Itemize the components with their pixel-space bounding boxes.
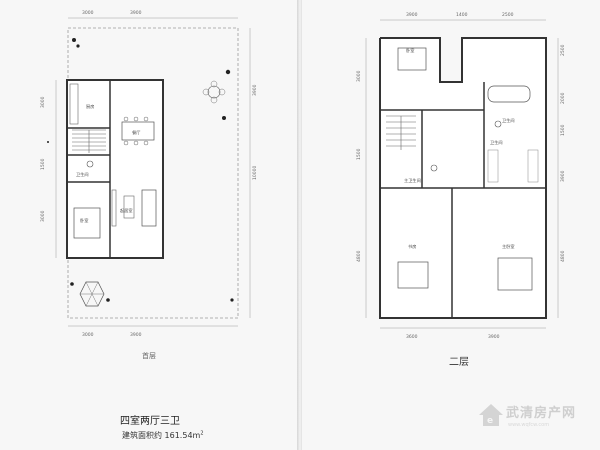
house-outline: [66, 79, 164, 259]
left-dim-1: 1500: [40, 158, 46, 170]
room-bathroom-1: 卫生间: [502, 117, 515, 124]
left-dim-2: 4800: [356, 250, 362, 262]
second-floor-label: 二层: [449, 357, 469, 368]
kitchen-counter: [69, 83, 79, 125]
closets: [487, 149, 539, 183]
room-living: 起居室: [120, 207, 133, 214]
svg-text:e: e: [487, 416, 493, 426]
right-dim-1: 10000: [252, 166, 258, 180]
top-dim-2: 2500: [502, 12, 514, 18]
left-dim-2: 3000: [40, 210, 46, 222]
site-watermark: e 武清房产网 www.wqfcw.com: [476, 398, 600, 438]
house-outline: [379, 37, 547, 319]
bed: [73, 207, 101, 239]
staircase: [386, 115, 416, 150]
room-bedroom: 卧室: [406, 47, 414, 54]
area-label: 建筑面积约 161.54m2: [122, 430, 204, 441]
bottom-dim-1: 3900: [488, 334, 500, 340]
left-dim-0: 3000: [356, 70, 362, 82]
sofa-set: [111, 189, 157, 227]
right-dim-1: 2000: [560, 92, 566, 104]
toilet: [86, 160, 94, 168]
room-master-bedroom: 主卧室: [502, 243, 515, 250]
bed-master: [497, 257, 533, 291]
room-bathroom: 卫生间: [76, 171, 89, 178]
room-study: 书房: [408, 243, 416, 250]
right-dim-3: 3900: [560, 170, 566, 182]
first-floor-label: 首层: [142, 352, 156, 360]
toilet-1: [494, 120, 502, 128]
second-floor-plan: 3900 1400 2500 3600 3900 3000 1500 4800 …: [356, 12, 566, 340]
layout-title: 四室两厅三卫: [120, 416, 180, 427]
right-page: 3900 1400 2500 3600 3900 3000 1500 4800 …: [302, 0, 600, 450]
toilet-2: [430, 164, 438, 172]
area-value: 建筑面积约 161.54m: [122, 431, 201, 440]
bottom-dim-0: 3000: [82, 332, 94, 338]
room-dining: 餐厅: [132, 129, 140, 136]
dimension-lines: [55, 17, 251, 327]
top-dim-1: 1400: [456, 12, 468, 18]
staircase: [72, 129, 106, 153]
left-dim-0: 3000: [40, 96, 46, 108]
watermark-url: www.wqfcw.com: [508, 422, 550, 428]
first-floor-plan: 3000 3900 3000 3900 3000 1500 3000 3900 …: [40, 10, 258, 338]
bathtub: [487, 85, 531, 103]
bottom-dim-0: 3600: [406, 334, 418, 340]
dining-table: [121, 116, 155, 146]
bed-top: [397, 47, 427, 71]
right-dim-4: 4800: [560, 250, 566, 262]
top-dim-1: 3900: [130, 10, 142, 16]
right-dim-0: 3900: [252, 84, 258, 96]
garden-table: [202, 80, 226, 104]
bottom-dim-1: 3900: [130, 332, 142, 338]
plant-markers: [47, 38, 234, 302]
house-logo-icon: e: [479, 404, 503, 426]
room-bathroom-2: 卫生间: [490, 139, 503, 146]
right-dim-2: 1500: [560, 124, 566, 136]
room-master-bath: 主卫生间: [404, 177, 421, 184]
watermark-text: 武清房产网: [506, 406, 577, 421]
room-bedroom: 卧室: [80, 217, 88, 224]
bed-study: [397, 261, 429, 289]
left-dim-1: 1500: [356, 148, 362, 160]
dimension-lines: [365, 19, 559, 329]
room-kitchen: 厨房: [86, 103, 94, 110]
garden-pavilion: [79, 281, 105, 307]
area-unit-superscript: 2: [200, 430, 204, 437]
book-spine: [297, 0, 303, 450]
right-dim-0: 2500: [560, 44, 566, 56]
top-dim-0: 3000: [82, 10, 94, 16]
top-dim-0: 3900: [406, 12, 418, 18]
left-page: 3000 3900 3000 3900 3000 1500 3000 3900 …: [0, 0, 298, 450]
